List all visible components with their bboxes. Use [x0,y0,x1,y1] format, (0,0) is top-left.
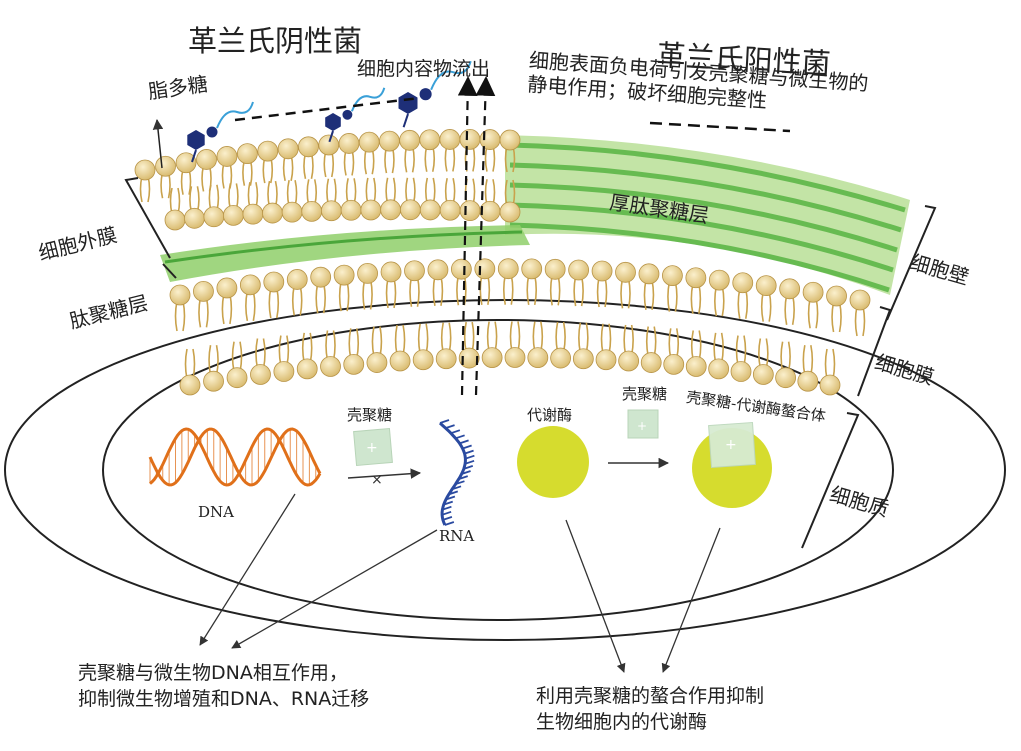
rna-base [442,516,453,521]
rna-base [464,449,474,455]
outer-membrane-outer-leaflet [134,128,521,203]
peptidoglycan-strand [164,230,523,264]
peptidoglycan-strand [509,182,898,253]
rna-base [442,505,452,511]
chitosan-label-2: 壳聚糖 [622,385,668,403]
leakage-arrow-right [474,76,496,396]
chelation-effect-text: 利用壳聚糖的螯合作用抑制 生物细胞内的代谢酶 [536,685,765,733]
gram-negative-title: 革兰氏阴性菌 [188,24,363,58]
rna-base [455,480,465,486]
cell-membrane-inner-leaflet [179,321,841,396]
peptidoglycan-strand [509,222,890,293]
chitosan-square-1 [353,427,393,467]
dna-helix [148,427,322,487]
cell-inner-outline [102,319,894,621]
rna-strand [438,419,475,526]
rna-effect-arrow [231,529,438,649]
rna-base [445,495,456,501]
rna-base [439,419,450,424]
rna-base [463,465,474,470]
lps-dashed-line [234,96,421,122]
lps-glyph-2 [325,87,386,143]
chelate-sparkle: + [725,437,737,453]
rna-base [458,475,469,480]
cell-membrane-bracket [857,306,892,397]
lipopolysaccharide-symbols [187,60,472,163]
cell-membrane-outer-leaflet [169,258,871,337]
membrane-cross-section [134,128,910,396]
rna-label: RNA [439,527,475,545]
dna-label: DNA [198,503,234,521]
leakage-arrow-left [457,76,478,396]
dna-strand-2 [149,427,322,487]
rna-base [450,429,461,435]
peptidoglycan-strand [509,202,894,273]
leakage-label: 细胞内容物流出 [357,58,491,80]
electrostatic-dashed-line [649,121,791,133]
blocked-arrow [347,468,422,479]
metabolic-enzyme-circle [517,426,589,498]
lps-pointer-arrow [152,118,164,169]
chitosan-sparkle-1: + [366,440,378,456]
outer-membrane-inner-leaflet [164,177,521,231]
dna-effect-text: 壳聚糖与微生物DNA相互作用， 抑制微生物增殖和DNA、RNA迁移 [78,662,370,710]
chitosan-square-2 [627,409,659,439]
chitosan-label-1: 壳聚糖 [347,406,393,424]
chelate-chitosan-square [708,421,756,469]
peptidoglycan-strand [509,142,906,213]
thick-peptidoglycan-layer [505,135,910,295]
rna-base [451,485,462,491]
peptidoglycan-band [160,225,530,282]
outer-membrane-bracket [124,177,171,259]
metabolic-enzyme-label: 代谢酶 [527,406,573,424]
peptidoglycan-strand [509,162,902,233]
rna-base [441,510,452,516]
lps-glyph-3 [398,60,472,128]
rna-base [461,470,471,475]
lps-glyph-1 [187,101,254,163]
dna-effect-arrow [199,493,296,646]
dna-strand-1 [148,427,322,487]
rna-base [459,439,469,445]
rna-base [445,424,455,429]
enzyme-effect-arrow [565,519,626,673]
rna-base [448,490,459,496]
rna-base [462,444,472,450]
cell-wall-bracket [886,205,937,321]
chitosan-sparkle-2: + [637,419,647,433]
chelate-effect-arrow [661,527,721,673]
cytoplasm-bracket [801,412,860,549]
peptidoglycan-bracket [162,263,177,279]
rna-base [455,434,465,440]
rna-base [443,500,454,506]
rna-base [465,454,475,460]
rna-base [444,521,455,526]
blocked-cross: × [371,472,383,488]
rna-base [464,459,475,465]
